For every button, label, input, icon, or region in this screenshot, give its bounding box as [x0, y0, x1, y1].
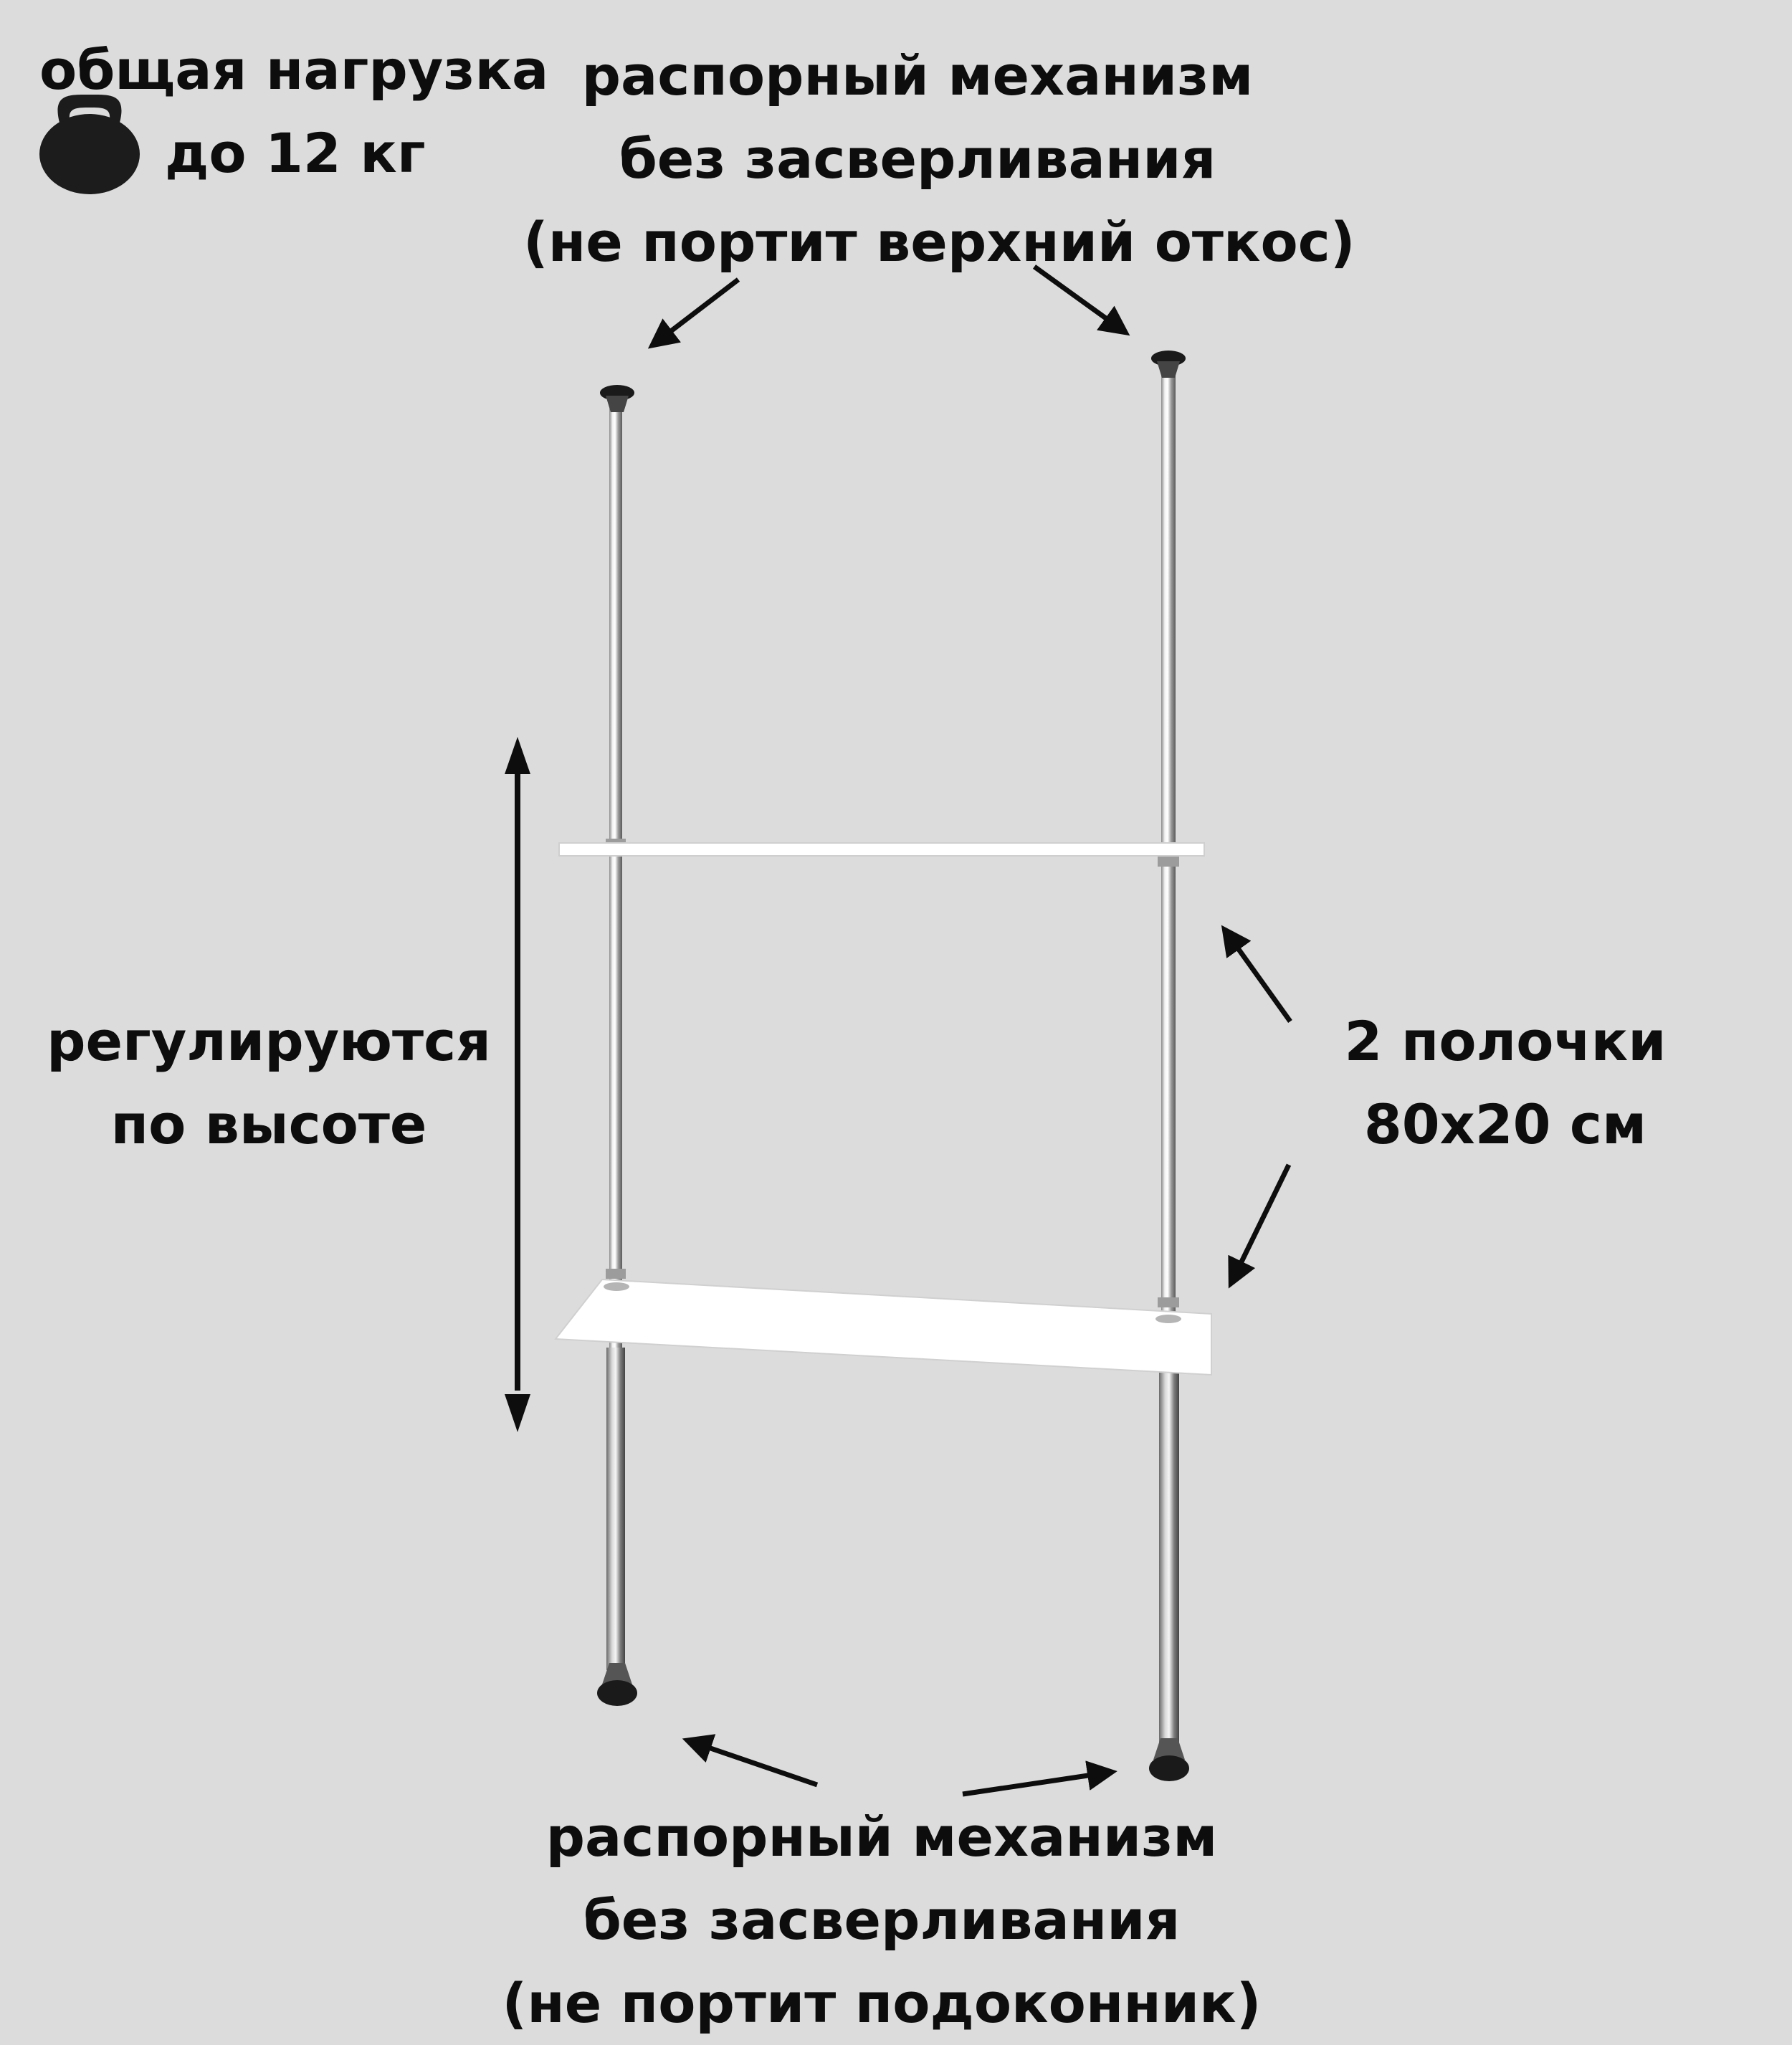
- bottom-mechanism-line-1: распорный механизм: [545, 1805, 1218, 1869]
- top-mechanism-label: распорный механизм без засверливания (не…: [523, 34, 1355, 284]
- top-mechanism-line-1: распорный механизм: [581, 44, 1254, 108]
- shelves-label: 2 полочки 80х20 см: [1276, 1000, 1735, 1166]
- load-line-2: до 12 кг: [165, 121, 426, 185]
- height-adjust-line-2: по высоте: [110, 1092, 427, 1156]
- left-pole: [606, 409, 626, 1670]
- height-adjust-label: регулируются по высоте: [29, 1000, 509, 1166]
- shelves-line-2: 80х20 см: [1363, 1092, 1647, 1156]
- arrow-bottom-right: [962, 1760, 1117, 1797]
- bottom-mechanism-line-3: (не портит подоконник): [502, 1971, 1262, 2035]
- arrow-bottom-left: [682, 1734, 819, 1788]
- height-adjust-line-1: регулируются: [47, 1009, 491, 1073]
- arrow-top-right: [1032, 264, 1130, 336]
- upper-shelf: [558, 842, 1205, 857]
- bottom-left-foot: [597, 1663, 637, 1706]
- arrow-upper-shelf: [1221, 925, 1292, 1024]
- bottom-mechanism-line-2: без засверливания: [583, 1888, 1181, 1952]
- load-capacity-label: общая нагрузка до 12 кг: [39, 29, 549, 195]
- top-left-foot: [600, 385, 634, 412]
- load-line-1: общая нагрузка: [39, 38, 549, 102]
- top-right-foot: [1151, 351, 1186, 378]
- arrow-top-left: [647, 277, 740, 349]
- bottom-right-foot: [1149, 1738, 1189, 1781]
- right-pole: [1158, 373, 1179, 1749]
- lower-shelf: [554, 1278, 1212, 1376]
- height-adjust-arrow: [505, 737, 530, 1432]
- shelves-line-1: 2 полочки: [1344, 1009, 1667, 1073]
- bottom-mechanism-label: распорный механизм без засверливания (не…: [487, 1796, 1276, 2045]
- kettlebell-icon: [39, 94, 140, 194]
- top-mechanism-line-2: без засверливания: [619, 127, 1216, 191]
- arrow-lower-shelf: [1228, 1163, 1292, 1289]
- top-mechanism-line-3: (не портит верхний откос): [523, 210, 1355, 274]
